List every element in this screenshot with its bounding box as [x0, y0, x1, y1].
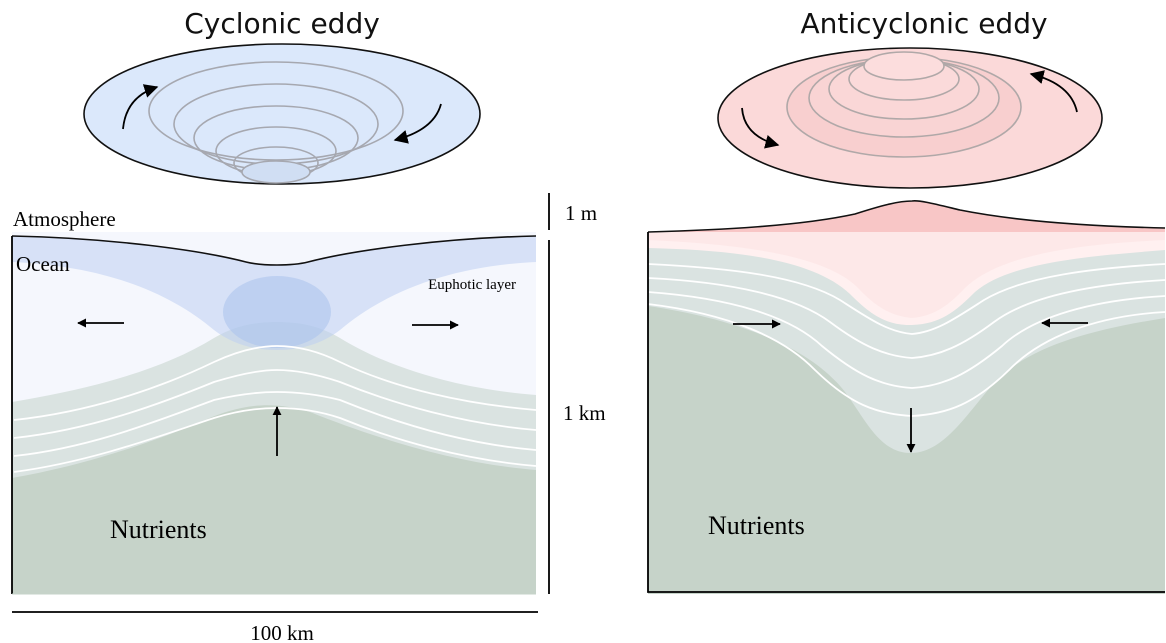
- cyclonic-title: Cyclonic eddy: [184, 7, 380, 40]
- cyclonic-cross-section: [11, 232, 536, 595]
- rotation-arrow-icon: [741, 107, 780, 149]
- scale-label-1km: 1 km: [563, 401, 606, 425]
- cyclonic-eddy-illustration: [83, 43, 481, 185]
- scale-label-1m: 1 m: [565, 201, 597, 225]
- rotation-arrow-icon: [122, 84, 159, 130]
- rotation-arrow-icon: [1029, 70, 1078, 113]
- anticyclonic-eddy-illustration: [717, 47, 1103, 189]
- rotation-arrow-icon: [393, 103, 442, 144]
- anticyclonic-cross-section: [647, 200, 1166, 594]
- atmosphere-label: Atmosphere: [13, 207, 116, 231]
- nutrients-label-left: Nutrients: [110, 515, 207, 544]
- ocean-label: Ocean: [16, 252, 70, 276]
- anticyclonic-title: Anticyclonic eddy: [800, 7, 1047, 40]
- euphotic-layer-label: Euphotic layer: [428, 277, 516, 293]
- scale-label-100km: 100 km: [250, 621, 314, 643]
- nutrients-label-right: Nutrients: [708, 511, 805, 540]
